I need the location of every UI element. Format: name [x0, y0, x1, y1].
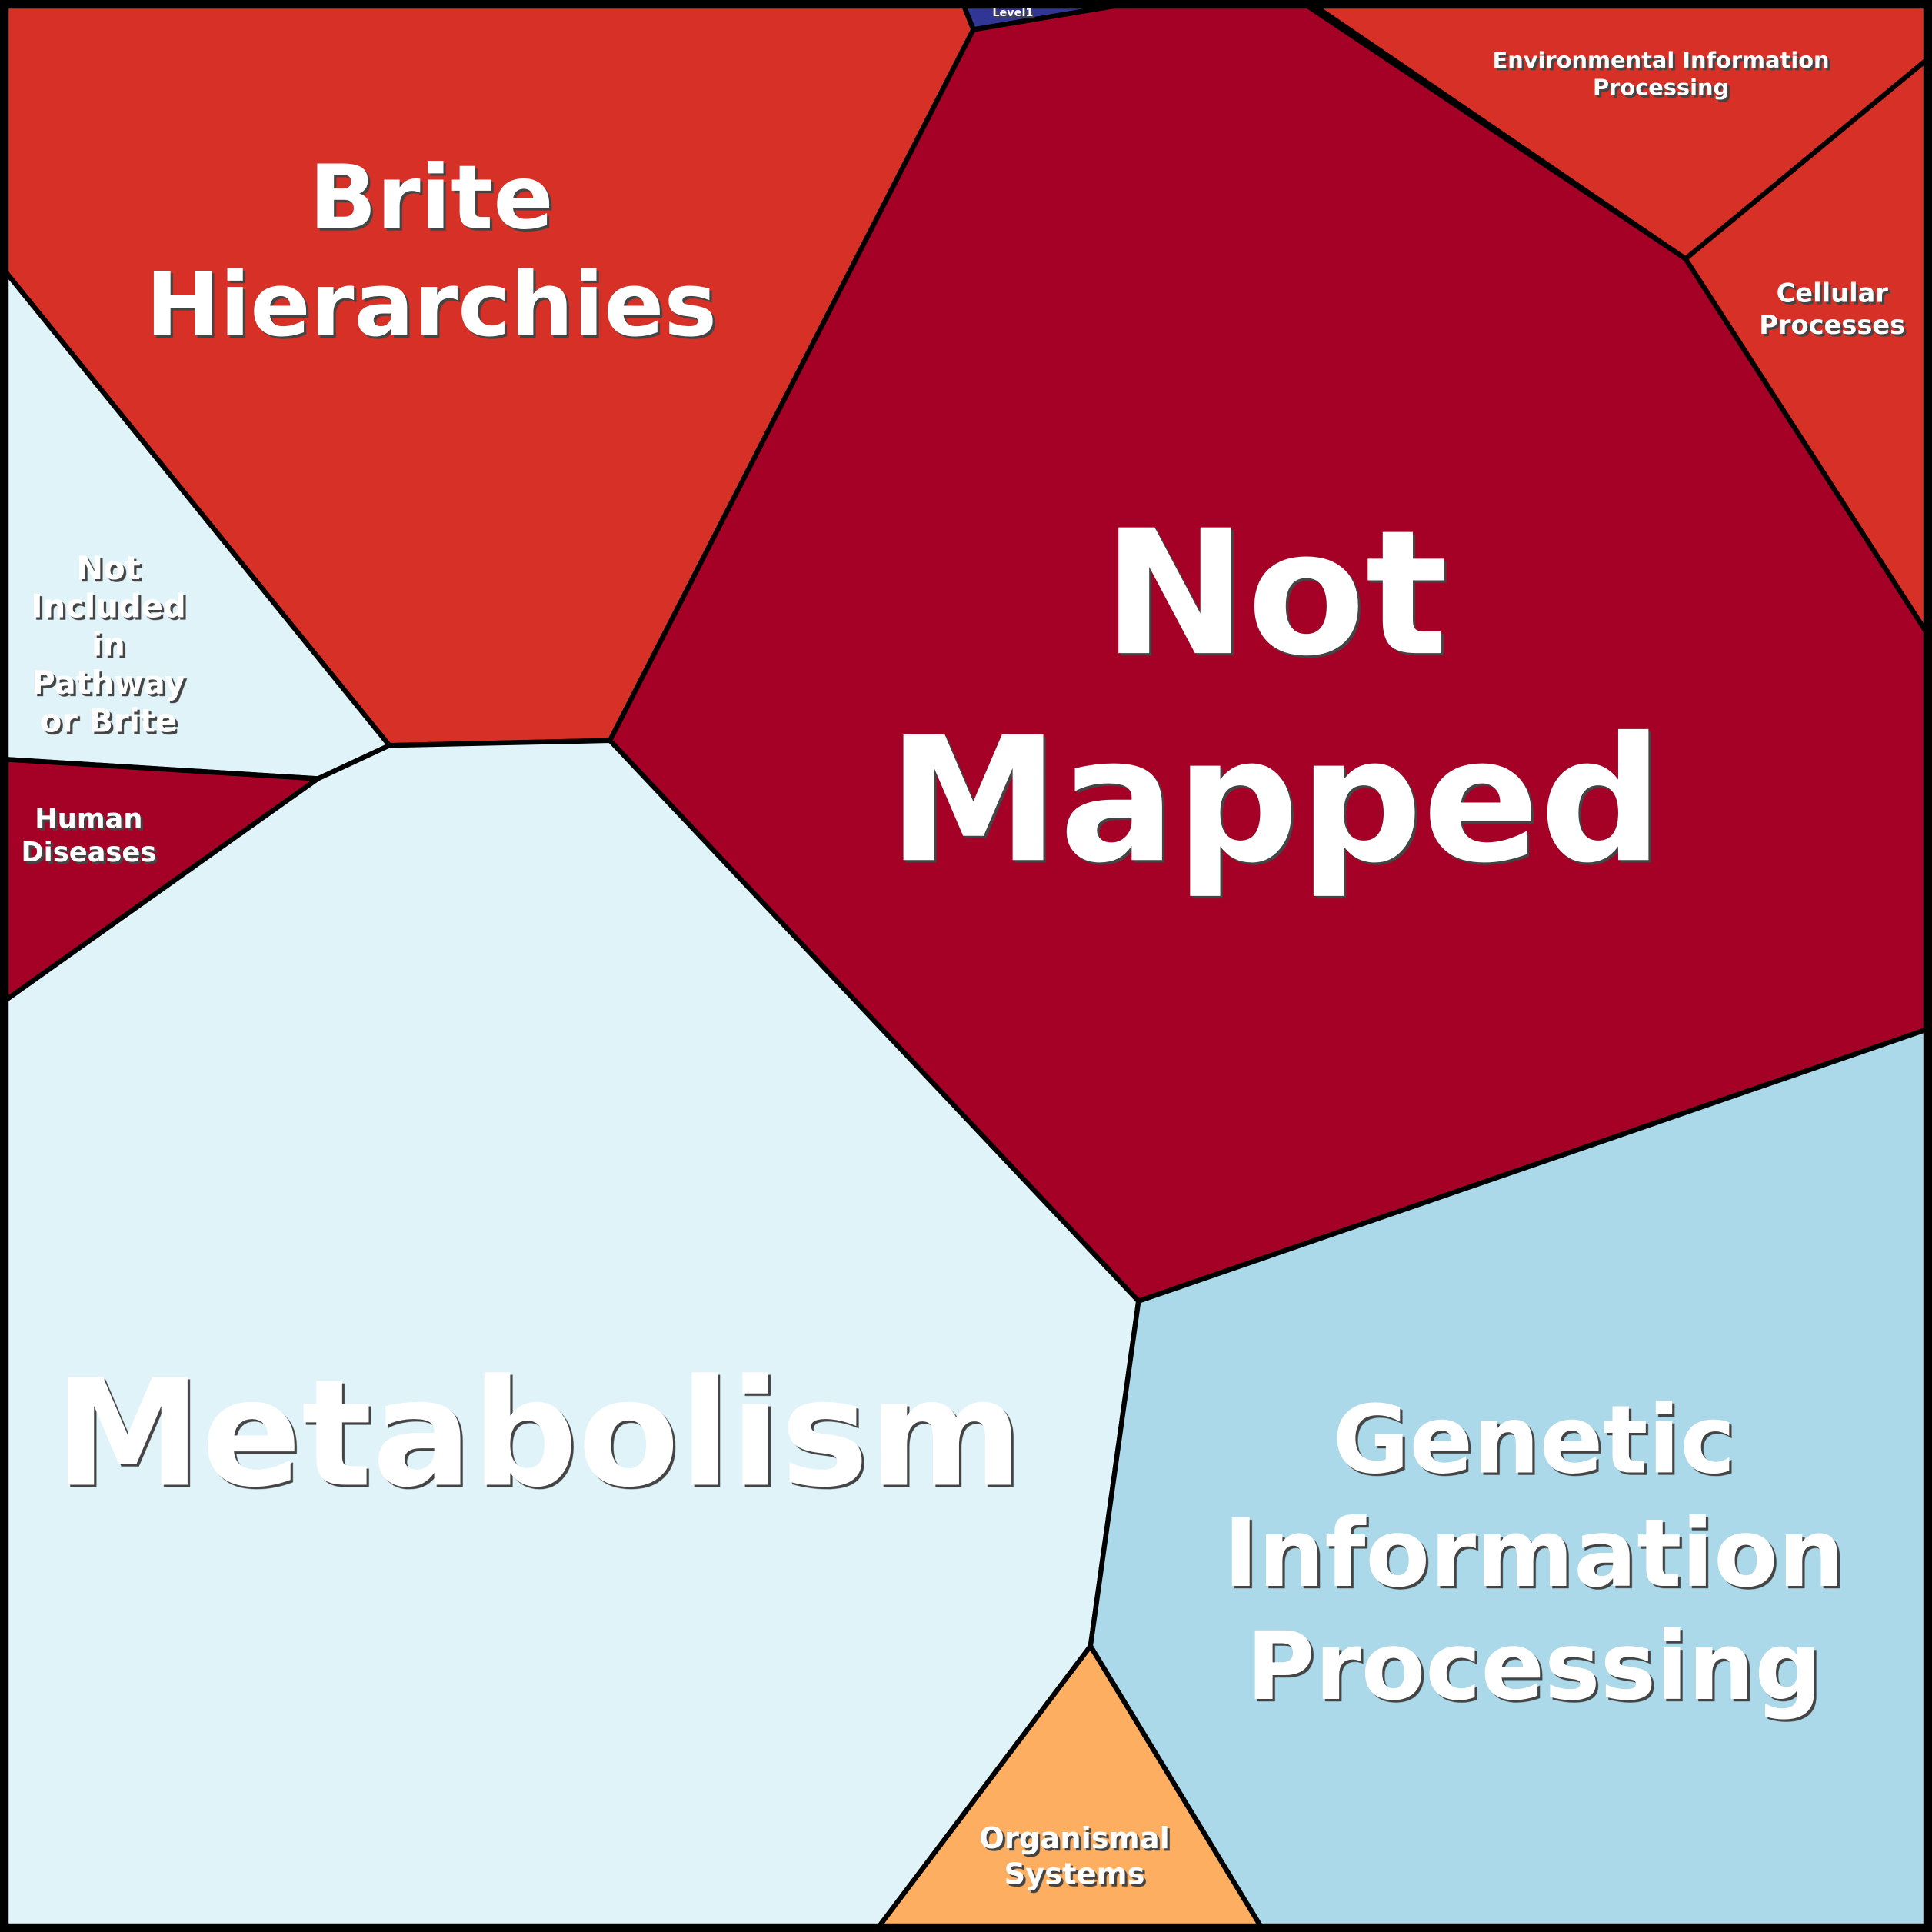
- cell-organismal[interactable]: [872, 1644, 1267, 1932]
- label-organismal: Organismal: [979, 1821, 1170, 1856]
- label-not-included: Included: [31, 588, 186, 625]
- label-cellular: Cellular: [1777, 278, 1889, 308]
- label-metabolism: Metabolism: [54, 1348, 1022, 1520]
- label-cellular: Processes: [1759, 310, 1905, 340]
- label-not-included: Pathway: [32, 664, 185, 701]
- label-human: Diseases: [21, 837, 156, 868]
- label-genetic: Processing: [1246, 1612, 1821, 1721]
- label-brite: Brite: [309, 146, 554, 249]
- label-genetic: Information: [1224, 1499, 1845, 1608]
- cell-environmental[interactable]: [1303, 0, 1932, 261]
- cell-cellular[interactable]: [1683, 52, 1932, 644]
- label-human: Human: [35, 804, 142, 835]
- label-not-mapped: Mapped: [888, 700, 1663, 901]
- label-env: Processing: [1593, 74, 1729, 100]
- label-not-included: in: [92, 625, 125, 663]
- label-env: Environmental Information: [1493, 47, 1830, 73]
- label-not-included: Not: [76, 549, 140, 587]
- label-not-included: or Brite: [40, 702, 177, 740]
- label-not-mapped: Not: [1103, 493, 1448, 694]
- label-level1: Level1: [992, 7, 1033, 19]
- label-organismal: Systems: [1004, 1857, 1144, 1892]
- label-brite: Hierarchies: [145, 254, 717, 357]
- label-genetic: Genetic: [1333, 1385, 1736, 1494]
- cell-genetic[interactable]: [1088, 1024, 1932, 1932]
